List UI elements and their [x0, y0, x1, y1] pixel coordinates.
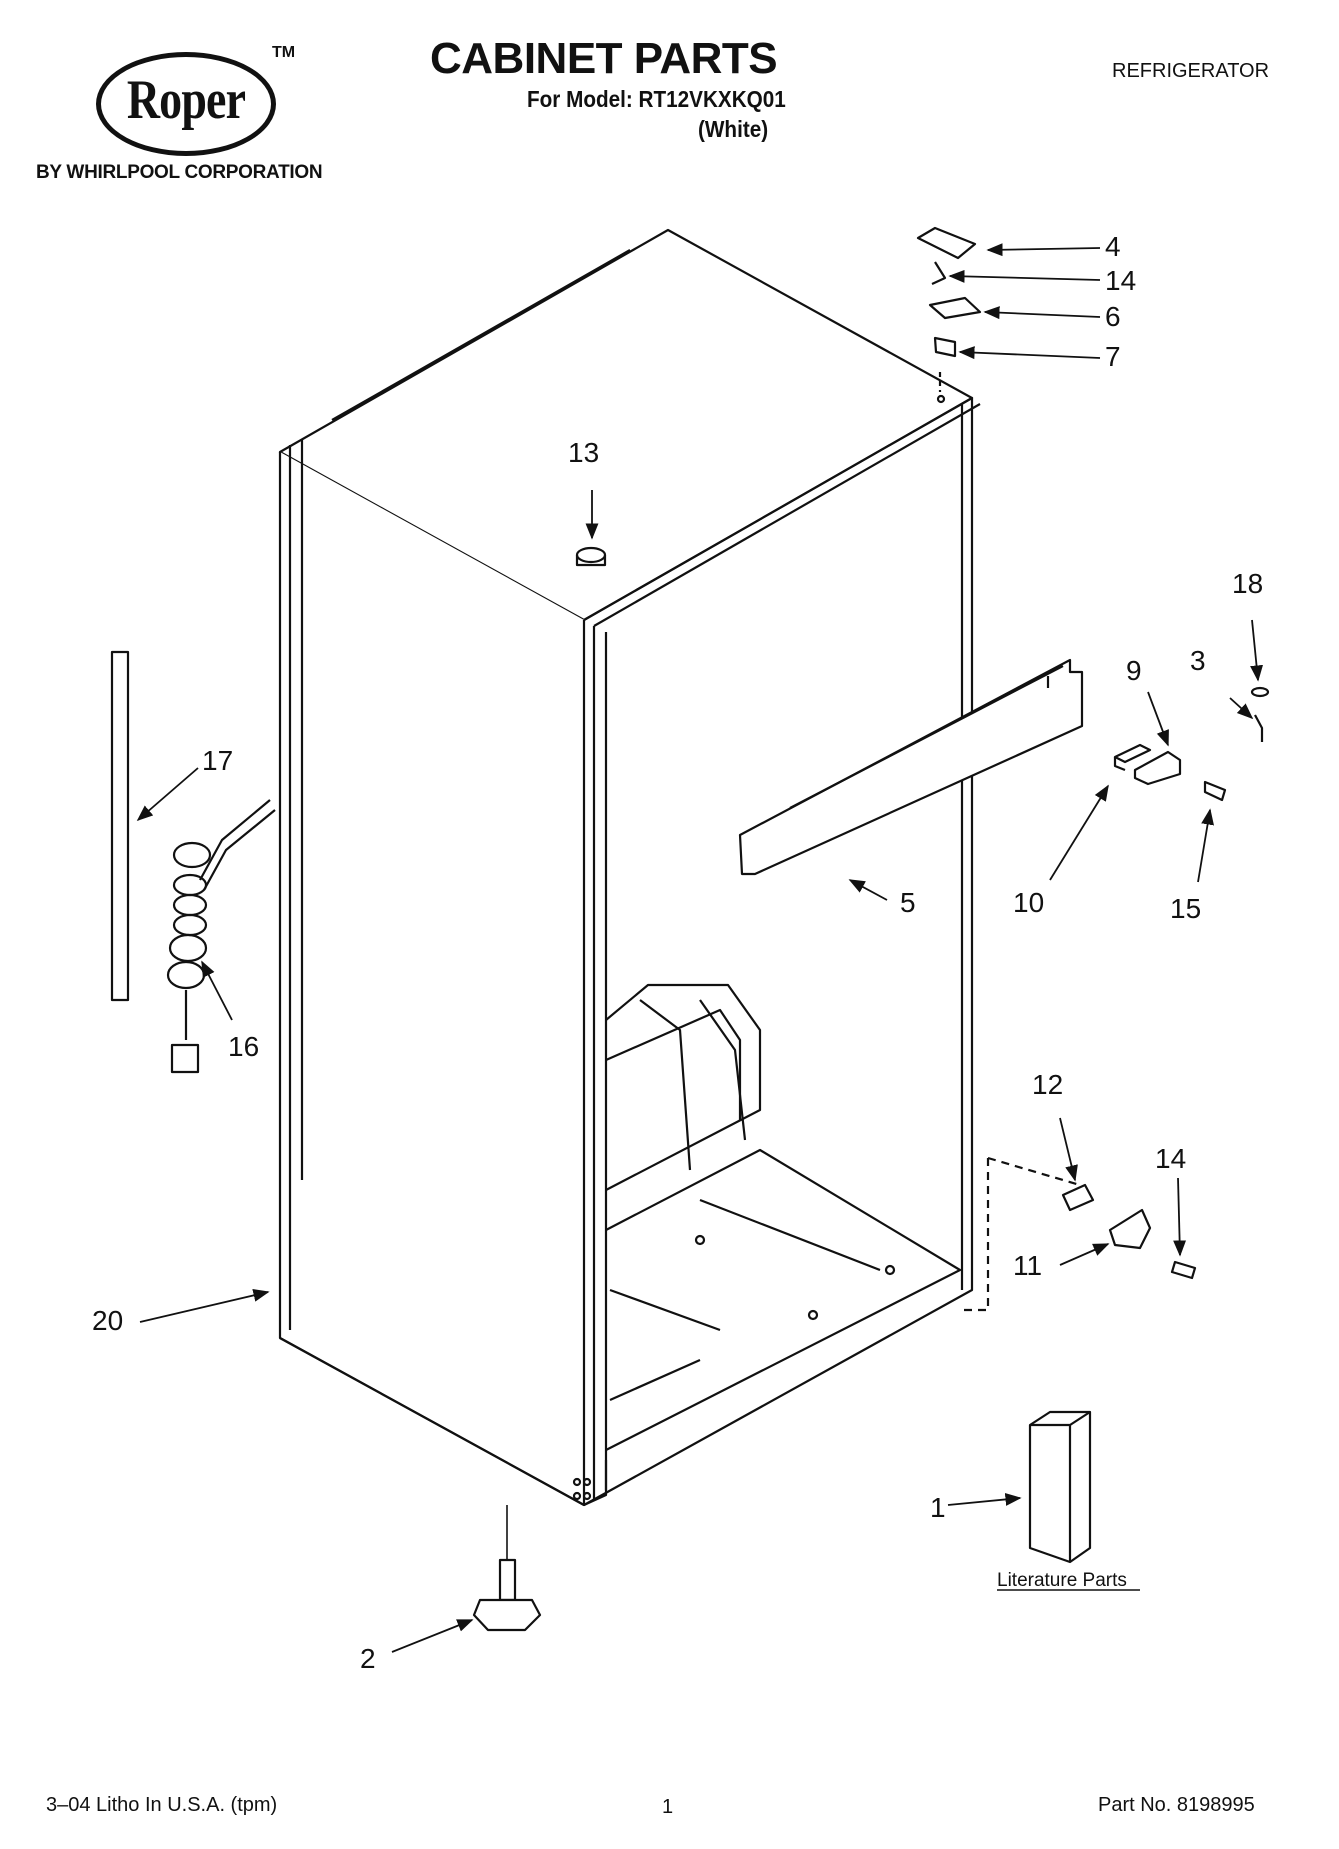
print-info: 3–04 Litho In U.S.A. (tpm): [46, 1794, 278, 1816]
callout-20: 20: [92, 1305, 123, 1336]
callout-3: 3: [1190, 645, 1206, 676]
manufacturer-byline: BY WHIRLPOOL CORPORATION: [36, 162, 323, 183]
kickplate: [738, 658, 1084, 876]
dashed-hinge-line: [960, 1158, 990, 1312]
bottom-hinge-parts: [1061, 1183, 1197, 1280]
roper-logo-text: Roper: [126, 69, 246, 131]
callout-2: 2: [360, 1643, 376, 1674]
callout-17: 17: [202, 745, 233, 776]
drain-tube: [110, 650, 130, 1002]
leveling-leg: [472, 1505, 542, 1632]
roper-logo: [96, 52, 276, 156]
callout-18: 18: [1232, 568, 1263, 599]
compressor-hump: [605, 983, 962, 1451]
callout-16: 16: [228, 1031, 259, 1062]
model-number: For Model: RT12VKXKQ01: [527, 86, 786, 112]
callout-6: 6: [1105, 301, 1121, 332]
page-title: CABINET PARTS: [430, 34, 778, 83]
cabinet-shell: [278, 228, 981, 1507]
callout-14-top: 14: [1105, 265, 1136, 296]
callout-9: 9: [1126, 655, 1142, 686]
middle-hinge-parts: [1113, 686, 1270, 802]
trademark-mark: TM: [272, 44, 296, 61]
appliance-type: REFRIGERATOR: [1112, 60, 1270, 82]
callout-12: 12: [1032, 1069, 1063, 1100]
callout-1: 1: [930, 1492, 946, 1523]
callout-13: 13: [568, 437, 599, 468]
callout-4: 4: [1105, 231, 1121, 262]
literature-parts-label: Literature Parts: [997, 1570, 1127, 1591]
power-cord: [166, 799, 276, 1074]
callout-10: 10: [1013, 887, 1044, 918]
plug-button: [575, 546, 607, 567]
callout-11: 11: [1013, 1250, 1042, 1281]
callout-14-bottom: 14: [1155, 1143, 1186, 1174]
callout-7: 7: [1105, 341, 1121, 372]
page-number: 1: [662, 1796, 674, 1818]
callout-15: 15: [1170, 893, 1201, 924]
part-number: Part No. 8198995: [1098, 1794, 1255, 1816]
top-hinge-parts: [916, 226, 982, 404]
literature-booklet: [1028, 1410, 1092, 1564]
callout-5: 5: [900, 887, 916, 918]
model-color: (White): [698, 116, 769, 142]
